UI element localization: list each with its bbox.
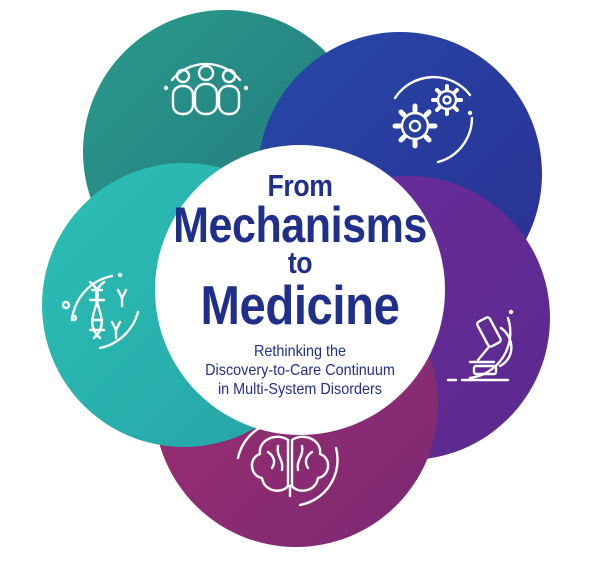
subtitle-line-2: Discovery-to-Care Continuum <box>205 362 395 379</box>
title-line-to: to <box>287 245 313 280</box>
subtitle-line-3: in Multi-System Disorders <box>217 381 383 398</box>
center-title-block: From Mechanisms to Medicine Rethinking t… <box>150 163 450 413</box>
dna-icon <box>61 272 140 350</box>
brain-icon <box>236 417 339 507</box>
center-circle <box>155 145 445 435</box>
subtitle-line-1: Rethinking the <box>253 343 347 360</box>
title-line-from: From <box>267 168 333 203</box>
title-line-medicine: Medicine <box>200 274 400 336</box>
gears-icon <box>392 75 474 164</box>
microscope-icon <box>446 309 514 382</box>
title-line-mechanisms: Mechanisms <box>173 197 427 253</box>
people-icon <box>163 62 249 116</box>
